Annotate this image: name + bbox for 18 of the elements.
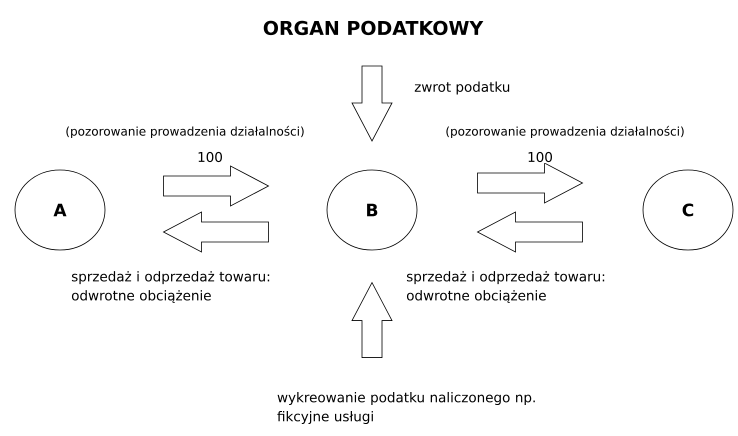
edge-label: 100: [196, 150, 224, 164]
block-arrow: [477, 162, 584, 204]
block-arrow: [163, 165, 270, 207]
note-text: (pozorowanie prowadzenia działalności): [446, 126, 684, 138]
circle-node: A: [14, 170, 106, 250]
circle-node: B: [326, 170, 418, 250]
note-text: (pozorowanie prowadzenia działalności): [66, 126, 304, 138]
note-text: sprzedaż i odprzedaż towaru: odwrotne obciążenie: [72, 271, 270, 303]
note-text: wykreowanie podatku naliczonego np. fikcyjne usługi: [277, 392, 535, 424]
note-text: sprzedaż i odprzedaż towaru: odwrotne obciążenie: [406, 271, 604, 303]
block-arrow: [476, 211, 583, 253]
edge-label: 100: [526, 150, 554, 164]
block-arrow: [351, 282, 393, 358]
circle-node: C: [642, 170, 734, 250]
block-arrow: [351, 66, 393, 142]
edge-label: zwrot podatku: [413, 80, 512, 96]
block-arrow: [162, 211, 269, 253]
title: ORGAN PODATKOWY: [264, 20, 484, 36]
